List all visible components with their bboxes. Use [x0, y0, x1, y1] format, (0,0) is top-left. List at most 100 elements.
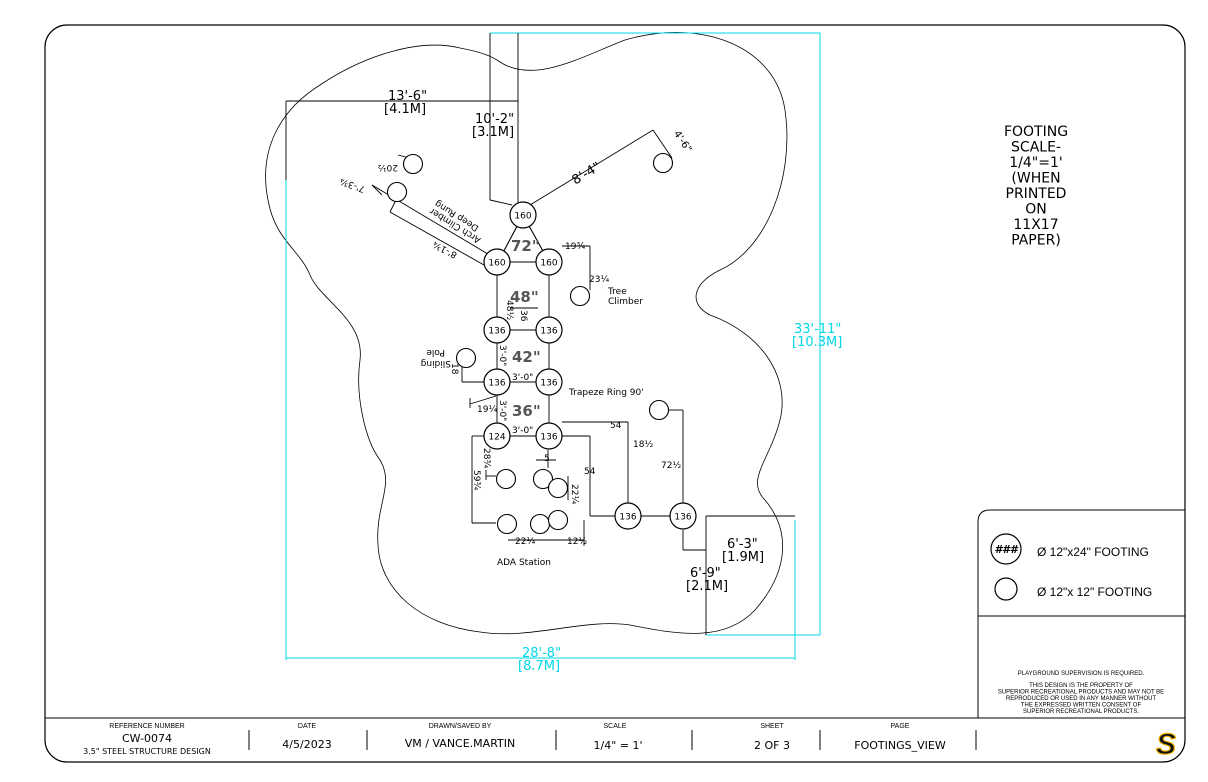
label-climber: Climber: [608, 297, 643, 307]
large-footing-label: 136: [674, 513, 691, 523]
scale-note-line: (WHEN: [1011, 171, 1060, 187]
dim-19b: 19¼: [477, 405, 497, 415]
property-notice-line: SUPERIOR RECREATIONAL PRODUCTS AND MAY N…: [998, 690, 1164, 696]
large-footing: [614, 502, 642, 530]
dim-59: 59¾: [471, 470, 481, 490]
deck-height-72: 72": [511, 237, 540, 255]
property-notice-line: SUPERIOR RECREATIONAL PRODUCTS.: [1023, 709, 1139, 715]
dim-6-9-m: [2.1M]: [686, 579, 728, 594]
dim-28: 28¾: [481, 448, 491, 468]
large-footings: 160 160 160 136 136 136 136 124 136 136 136: [483, 201, 697, 530]
dim-8-1: 8'-1¾: [431, 238, 459, 259]
dim-3-0a: 3'-0": [497, 345, 507, 366]
label-sliding: Sliding: [421, 358, 451, 368]
legend: ### Ø 12"x24" FOOTING Ø 12"x 12" FOOTING…: [977, 509, 1186, 719]
dim-54a: 54: [610, 421, 622, 431]
title-block: REFERENCE NUMBER DATE DRAWN/SAVED BY SCA…: [45, 717, 1185, 762]
large-footing: [483, 248, 511, 276]
drawn-value: VM / VANCE.MARTIN: [405, 737, 515, 750]
label-trapeze: Trapeze Ring 90': [568, 388, 644, 398]
drawn-header: DRAWN/SAVED BY: [429, 723, 492, 730]
property-notice-line: THE EXPRESSED WRITTEN CONSENT OF: [1021, 703, 1142, 709]
label-ada: ADA Station: [497, 558, 551, 568]
page-header: PAGE: [891, 723, 910, 730]
large-footing: [535, 248, 563, 276]
dim-overall-width-m: [8.7M]: [518, 659, 560, 674]
dim-72: 72½: [661, 461, 681, 471]
large-footing: [535, 422, 563, 450]
legend-large-footing-label: Ø 12"x24" FOOTING: [1037, 545, 1149, 559]
deck-height-36: 36": [512, 402, 541, 420]
scale-note-line: PRINTED: [1006, 186, 1067, 202]
dim-12: 12½: [567, 537, 587, 547]
dim-7-3: 7'-3¾: [339, 175, 367, 193]
large-footing-label: 136: [619, 513, 636, 523]
sheet-header: SHEET: [760, 723, 784, 730]
dim-6-3-m: [1.9M]: [722, 550, 764, 565]
scale-note-line: 11X17: [1013, 217, 1058, 233]
legend-large-footing-symbol: [990, 533, 1022, 565]
legend-large-footing-code: ###: [995, 543, 1019, 556]
ref-value: CW-0074: [122, 732, 172, 745]
dim-3-0d: 3'-0": [512, 426, 533, 436]
dimension-lines-cyan: [285, 32, 821, 660]
scale-note: FOOTINGSCALE-1/4"=1'(WHENPRINTEDON11X17P…: [1004, 124, 1068, 249]
dim-22b: 22¼: [515, 537, 535, 547]
dim-6-9: 6'-9": [690, 566, 721, 581]
deck-height-48: 48": [510, 288, 539, 306]
large-footing: [483, 368, 511, 396]
large-footing: [509, 201, 537, 229]
scale-note-line: SCALE-: [1011, 140, 1061, 156]
dim-19: 19¾: [565, 242, 585, 252]
label-pole: Pole: [426, 347, 445, 357]
property-notice-line: THIS DESIGN IS THE PROPERTY OF: [1029, 683, 1133, 689]
large-footing: [483, 422, 511, 450]
dim-10-2: 10'-2": [475, 112, 514, 127]
dim-8-4: 8'-4": [570, 160, 604, 189]
large-footing: [483, 316, 511, 344]
dim-6-3: 6'-3": [727, 537, 758, 552]
scale-note-line: PAPER): [1011, 233, 1061, 249]
deck-height-42: 42": [512, 348, 541, 366]
large-footing-label: 136: [488, 327, 505, 337]
dim-overall-width: 28'-8": [522, 646, 561, 661]
large-footing-label: 136: [540, 379, 557, 389]
large-footing-label: 124: [488, 433, 505, 443]
ref-sub: 3.5" STEEL STRUCTURE DESIGN: [83, 747, 211, 756]
dim-18b: 18½: [633, 440, 653, 450]
dim-3-0c: 3'-0": [497, 400, 507, 421]
sheet-border: [44, 24, 1186, 763]
supervision-notice: PLAYGROUND SUPERVISION IS REQUIRED.: [1018, 671, 1145, 677]
company-logo: S: [1156, 728, 1176, 761]
dim-18: 18: [449, 363, 459, 375]
dim-4-6: 4'-6": [671, 129, 693, 155]
large-footing-label: 160: [514, 212, 531, 222]
dim-23: 23¼: [589, 275, 609, 285]
large-footing-label: 160: [540, 259, 557, 269]
large-footing: [535, 368, 563, 396]
dim-20: 20½: [378, 162, 398, 172]
dim-10-2-m: [3.1M]: [472, 125, 514, 140]
dim-36: 36: [518, 310, 528, 322]
dim-3-0b: 3'-0": [512, 373, 533, 383]
use-zone-outline: [265, 32, 788, 635]
legend-small-footing-label: Ø 12"x 12" FOOTING: [1037, 585, 1152, 599]
dim-overall-height-m: [10.3M]: [792, 335, 842, 350]
large-footing-label: 160: [488, 259, 505, 269]
legend-small-footing-symbol: [994, 577, 1018, 601]
dim-5: 5: [544, 454, 550, 464]
small-footings: [386, 152, 674, 535]
large-footing-label: 136: [488, 379, 505, 389]
scale-note-line: FOOTING: [1004, 124, 1068, 140]
scale-note-line: 1/4"=1': [1009, 155, 1062, 171]
scale-note-line: ON: [1025, 202, 1047, 218]
large-footing-label: 136: [540, 327, 557, 337]
scale-header: SCALE: [604, 723, 627, 730]
dim-48: 48½: [504, 300, 514, 320]
label-tree: Tree: [607, 287, 627, 297]
large-footing-label: 136: [540, 433, 557, 443]
property-notice-line: REPRODUCED OR USED IN ANY MANNER WITHOUT: [1006, 696, 1157, 702]
large-footing: [535, 316, 563, 344]
